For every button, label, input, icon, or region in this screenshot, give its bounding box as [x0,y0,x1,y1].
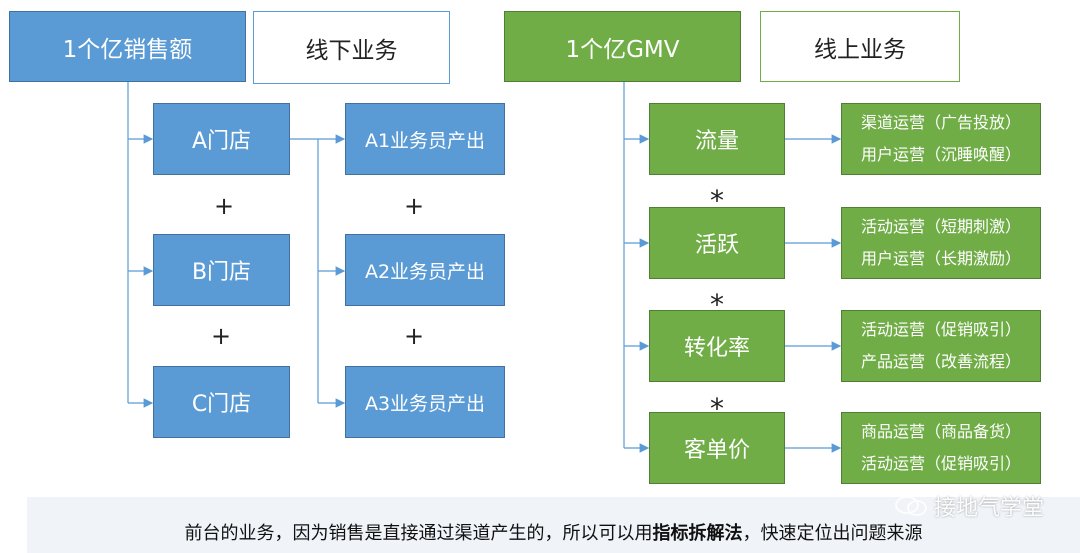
offline-tag-label: 线下业务 [305,37,398,64]
action-box-traffic: 渠道运营（广告投放） 用户运营（沉睡唤醒） [841,103,1041,175]
action-box-aov: 商品运营（商品备货） 活动运营（促销吸引） [841,412,1041,484]
metric-aov-label: 客单价 [683,438,750,463]
store-c-box: C门店 [153,366,290,438]
action-line: 产品运营（改善流程） [860,352,1021,371]
metric-active-label: 活跃 [694,233,739,258]
staff-a1-label: A1业务员产出 [364,129,486,152]
staff-a2-box: A2业务员产出 [345,234,505,306]
online-root-label: 1个亿GMV [565,36,680,63]
plus-sign: + [403,322,425,350]
plus-sign: + [210,322,232,350]
metric-conversion-box: 转化率 [649,310,785,382]
action-line: 渠道运营（广告投放） [860,113,1021,132]
store-a-box: A门店 [153,103,290,175]
action-line: 活动运营（短期刺激） [860,217,1021,236]
action-line: 活动运营（促销吸引） [860,454,1021,473]
metric-traffic-label: 流量 [694,129,739,154]
plus-sign: + [403,192,425,220]
staff-a3-label: A3业务员产出 [364,392,486,415]
offline-tag-box: 线下业务 [253,11,450,84]
footer-caption: 前台的业务，因为销售是直接通过渠道产生的，所以可以用指标拆解法，快速定位出问题来… [27,519,1080,545]
footer-text-before: 前台的业务，因为销售是直接通过渠道产生的，所以可以用 [184,523,653,544]
action-box-conversion: 活动运营（促销吸引） 产品运营（改善流程） [841,310,1041,382]
action-line: 商品运营（商品备货） [860,422,1021,441]
store-b-box: B门店 [153,234,290,306]
online-tag-label: 线上业务 [814,36,906,63]
online-tag-box: 线上业务 [760,11,960,82]
plus-sign: + [213,192,235,220]
metric-traffic-box: 流量 [649,103,785,175]
action-box-active: 活动运营（短期刺激） 用户运营（长期激励） [841,207,1041,279]
wechat-icon [894,495,928,517]
footer-bar: 前台的业务，因为销售是直接通过渠道产生的，所以可以用指标拆解法，快速定位出问题来… [27,497,1080,553]
footer-text-after: ，快速定位出问题来源 [742,523,923,544]
footer-text-bold: 指标拆解法 [652,523,743,544]
metric-aov-box: 客单价 [649,412,785,484]
online-root-box: 1个亿GMV [504,11,741,82]
offline-root-label: 1个亿销售额 [62,36,193,63]
offline-root-box: 1个亿销售额 [9,11,246,82]
action-line: 活动运营（促销吸引） [860,320,1021,339]
staff-a1-box: A1业务员产出 [345,103,505,175]
watermark-label: 接地气学堂 [933,496,1044,521]
action-line: 用户运营（沉睡唤醒） [860,145,1021,164]
store-b-label: B门店 [191,260,252,285]
staff-a2-label: A2业务员产出 [364,260,486,283]
watermark: 接地气学堂 [894,490,1044,522]
action-line: 用户运营（长期激励） [860,249,1021,268]
store-c-label: C门店 [191,392,252,417]
metric-conversion-label: 转化率 [683,336,750,361]
store-a-label: A门店 [191,129,252,154]
metric-active-box: 活跃 [649,207,785,279]
staff-a3-box: A3业务员产出 [345,366,505,438]
